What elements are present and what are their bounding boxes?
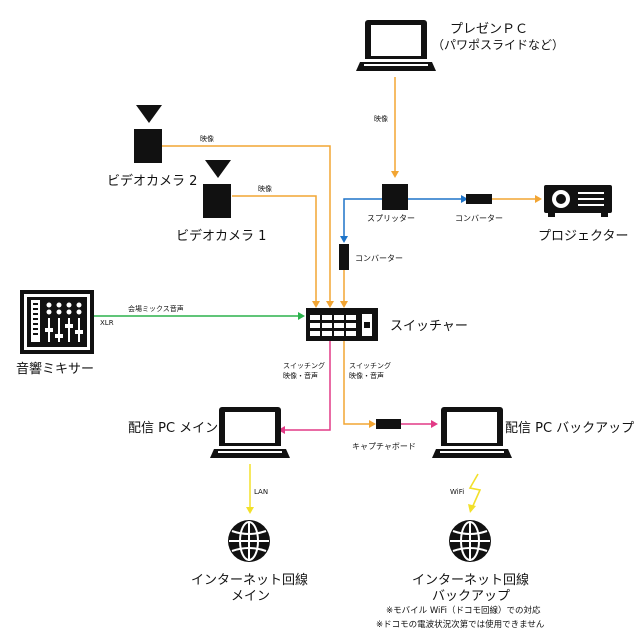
projector-icon xyxy=(544,185,612,217)
main-pc-to-internet-line xyxy=(246,464,254,514)
switching-left-label-1: スイッチング xyxy=(283,361,325,370)
stream-pc-main-label: 配信 PC メイン xyxy=(128,421,218,436)
pc-video-label: 映像 xyxy=(374,114,388,123)
presenter-pc-laptop-icon xyxy=(356,20,436,71)
capture-board-icon xyxy=(376,419,401,429)
converter-right-icon xyxy=(466,194,492,204)
switcher-to-capture-board-line xyxy=(343,341,376,428)
camera2-to-switcher-line xyxy=(162,145,334,308)
switching-right-label-1: スイッチング xyxy=(349,361,391,370)
converter-right-label: コンバーター xyxy=(455,214,503,223)
video-camera-1-icon xyxy=(203,160,231,218)
backup-note-1: ※モバイル WiFi（ドコモ回線）での対応 xyxy=(386,605,541,616)
splitter-to-middle-converter-line xyxy=(340,198,382,243)
switching-right-label-2: 映像・音声 xyxy=(349,371,384,380)
switching-left-label-2: 映像・音声 xyxy=(283,371,318,380)
internet-backup-label-2: バックアップ xyxy=(432,589,510,604)
splitter-to-converter-line xyxy=(408,195,468,203)
camera2-video-label: 映像 xyxy=(200,134,214,143)
converter-middle-label: コンバーター xyxy=(355,254,403,263)
converter-middle-icon xyxy=(339,244,349,270)
camera1-to-switcher-line xyxy=(232,195,320,308)
presenter-pc-label-1: プレゼンＰＣ xyxy=(450,22,528,37)
capture-board-to-backup-pc-line xyxy=(401,420,438,428)
middle-converter-to-switcher-line xyxy=(340,270,348,308)
stream-pc-main-laptop-icon xyxy=(210,407,290,458)
presenter-pc-label-2: （パワポスライドなど） xyxy=(432,38,564,52)
internet-backup-label-1: インターネット回線 xyxy=(412,572,529,588)
video-camera-1-label: ビデオカメラ 1 xyxy=(176,228,266,244)
venue-mix-audio-label: 会場ミックス音声 xyxy=(128,304,184,313)
switcher-icon xyxy=(306,308,378,341)
audio-mixer-icon xyxy=(20,290,94,354)
stream-pc-backup-label: 配信 PC バックアップ xyxy=(505,421,634,436)
video-camera-2-label: ビデオカメラ 2 xyxy=(107,173,197,189)
switcher-to-main-pc-line xyxy=(278,341,331,434)
backup-note-2: ※ドコモの電波状況次第では使用できません xyxy=(376,619,545,630)
stream-pc-backup-laptop-icon xyxy=(432,407,512,458)
lan-label: LAN xyxy=(254,488,268,496)
internet-main-label-1: インターネット回線 xyxy=(191,572,308,588)
splitter-label: スプリッター xyxy=(367,214,415,223)
wifi-label: WiFi xyxy=(450,488,464,496)
projector-label: プロジェクター xyxy=(538,229,628,244)
audio-mixer-label: 音響ミキサー xyxy=(16,361,94,377)
camera1-video-label: 映像 xyxy=(258,184,272,193)
internet-backup-globe-icon xyxy=(449,520,491,562)
mixer-to-switcher-line xyxy=(94,312,305,320)
splitter-icon xyxy=(382,184,408,210)
capture-board-label: キャプチャボード xyxy=(352,442,416,451)
switcher-label: スイッチャー xyxy=(390,319,468,334)
converter-to-projector-line xyxy=(492,195,542,203)
pc-to-splitter-line xyxy=(391,77,399,178)
xlr-label: XLR xyxy=(100,319,114,327)
internet-main-globe-icon xyxy=(228,520,270,562)
wifi-lightning-icon xyxy=(468,473,482,513)
video-camera-2-icon xyxy=(134,105,162,163)
internet-main-label-2: メイン xyxy=(231,589,270,604)
